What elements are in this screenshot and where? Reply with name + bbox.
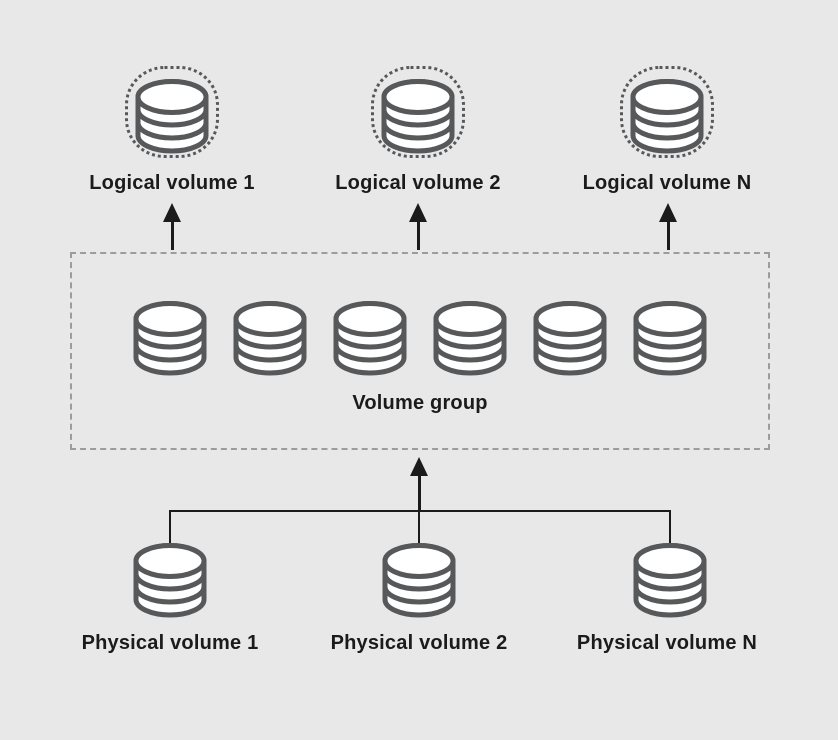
arrow-shaft	[417, 475, 421, 512]
connector-line	[169, 510, 671, 512]
logical-volume-label: Logical volume 2	[335, 172, 501, 194]
arrow-head	[163, 203, 181, 222]
dotted-ring-icon	[371, 66, 465, 158]
arrow-shaft	[666, 221, 670, 250]
disk-stack-icon	[432, 300, 508, 376]
arrow-head	[659, 203, 677, 222]
volume-group-label: Volume group	[352, 392, 488, 414]
disk-stack-icon	[381, 542, 457, 618]
arrow-head	[410, 457, 428, 476]
disk-stack-icon	[132, 300, 208, 376]
volume-group-box	[70, 252, 770, 450]
disk-stack-icon	[380, 78, 456, 154]
disk-stack-icon	[532, 300, 608, 376]
physical-volume-label: Physical volume N	[576, 632, 758, 654]
dotted-ring-icon	[620, 66, 714, 158]
disk-stack-icon	[632, 542, 708, 618]
arrow-shaft	[170, 221, 174, 250]
logical-volume-label: Logical volume 1	[89, 172, 255, 194]
logical-volume-label: Logical volume N	[582, 172, 752, 194]
arrow-up-icon	[409, 203, 427, 250]
arrow-up-icon	[659, 203, 677, 250]
physical-volume-label: Physical volume 2	[330, 632, 508, 654]
connector-line	[169, 511, 171, 543]
disk-stack-icon	[332, 300, 408, 376]
arrow-up-icon	[410, 457, 428, 512]
physical-volume-label: Physical volume 1	[81, 632, 259, 654]
connector-line	[418, 511, 420, 543]
disk-stack-icon	[632, 300, 708, 376]
arrow-up-icon	[163, 203, 181, 250]
arrow-shaft	[416, 221, 420, 250]
disk-stack-icon	[132, 542, 208, 618]
arrow-head	[409, 203, 427, 222]
dotted-ring-icon	[125, 66, 219, 158]
disk-stack-icon	[232, 300, 308, 376]
disk-stack-icon	[134, 78, 210, 154]
connector-line	[669, 511, 671, 543]
disk-stack-icon	[629, 78, 705, 154]
